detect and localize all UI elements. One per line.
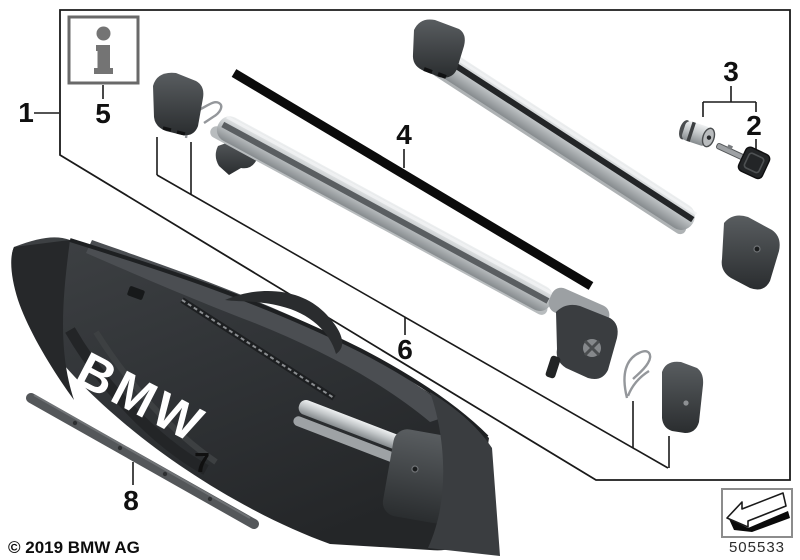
end-cap-cover-left [153,72,204,136]
diagram-number: 505533 [728,539,786,556]
callout-6: 6 [397,334,413,365]
callout-4: 4 [396,119,412,150]
diagram-border [59,9,791,481]
direction-arrow-icon [721,488,793,538]
bag-body [11,237,490,551]
copyright-text: © 2019 BMW AG [8,538,140,557]
bag-strap-2 [93,330,218,465]
bag-fabric-wedge [428,392,500,556]
crossbar-rear-tube [210,115,553,315]
bag-handle [225,290,343,354]
crossbar-front-tube [432,52,698,235]
bag-buckle [127,286,145,300]
crossbar-rear [210,115,618,379]
bag-opening [86,240,454,422]
callout-5: 5 [95,98,111,129]
crossbar-front [412,19,780,290]
bag-left-fin [11,240,74,400]
info-icon [67,15,140,85]
lock-cylinder [679,120,716,148]
callout-7: 7 [194,447,210,478]
protective-strip [26,393,259,529]
end-cap-cover-right [662,361,704,433]
callout-1: 1 [18,97,34,128]
crossbar-front-end-slots [423,67,447,79]
bag-strap [65,327,209,475]
crossbar-front-end [412,19,465,78]
bag-zipper-teeth [181,299,335,399]
leader-6-main [156,174,669,469]
wire-clip-right [623,350,652,399]
storage-bag [11,237,500,556]
callout-2: 2 [746,110,762,141]
rubber-strip [231,69,594,290]
leader-3 [702,86,757,117]
crossbar-rear-clamp [545,287,618,379]
callout-8: 8 [123,485,139,516]
key [715,142,771,180]
crossbar-front-foot [721,215,780,290]
callout-3: 3 [723,56,739,87]
bag-bar-foot [382,429,461,524]
